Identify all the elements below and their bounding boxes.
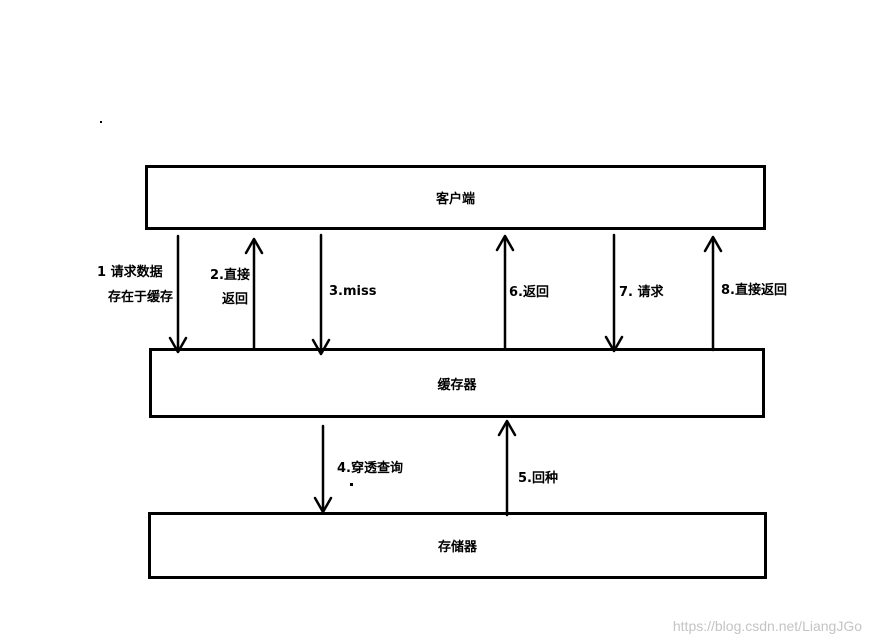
arrow-2-return-up [244, 237, 264, 350]
label-4: 4.穿透查询 [337, 461, 403, 476]
client-box-label: 客户端 [435, 192, 475, 207]
label-2-line2: 返回 [222, 292, 249, 307]
arrow-4-penetrate-down [313, 424, 333, 514]
label-8: 8.直接返回 [721, 283, 787, 298]
label-1-line1: 1 请求数据 [97, 265, 163, 280]
label-2-line1: 2.直接 [210, 268, 250, 283]
storage-box-label: 存储器 [437, 540, 477, 555]
label-6: 6.返回 [509, 285, 549, 300]
stray-dot [350, 483, 353, 486]
watermark: https://blog.csdn.net/LiangJGo [672, 618, 862, 634]
label-5: 5.回种 [518, 471, 558, 486]
cache-box-label: 缓存器 [437, 377, 477, 393]
arrow-3-miss-down [311, 233, 331, 356]
label-1-line2: 存在于缓存 [108, 290, 174, 305]
label-3: 3.miss [329, 284, 377, 299]
arrow-5-backfill-up [497, 419, 517, 517]
client-box: 客户端 [145, 165, 766, 230]
arrow-8-return-up [703, 235, 723, 352]
cache-box: 缓存器 [149, 348, 765, 418]
label-7: 7. 请求 [619, 285, 664, 300]
stray-dot [100, 121, 102, 123]
storage-box: 存储器 [148, 512, 767, 579]
